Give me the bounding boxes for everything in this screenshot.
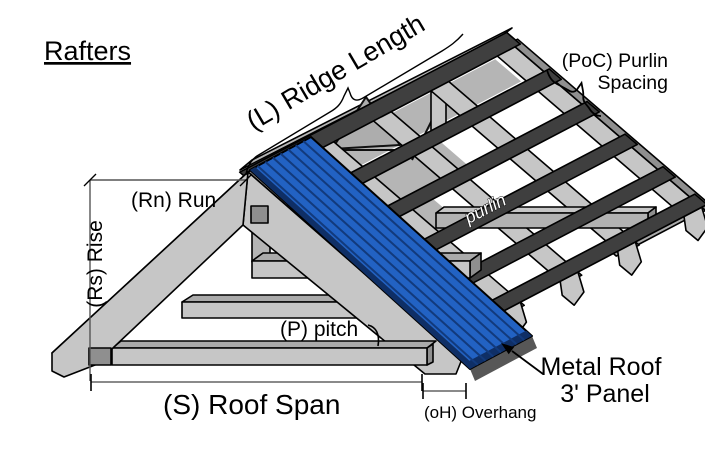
left-rafter	[51, 171, 249, 378]
dimensions	[83, 33, 602, 399]
run-label: (Rn) Run	[131, 189, 216, 212]
ridge-brace	[245, 33, 464, 176]
panel-shadow	[470, 336, 537, 381]
overhang-label: (oH) Overhang	[424, 403, 536, 422]
purlin-spacing-label-2: Spacing	[598, 72, 668, 94]
panel-label-2: 3' Panel	[560, 380, 650, 408]
wall-plate-end	[88, 347, 112, 366]
page-title: Rafters	[44, 36, 131, 66]
pitch-label: (P) pitch	[280, 318, 358, 341]
pitch-arc	[367, 324, 380, 347]
panel-arrowhead	[501, 343, 515, 355]
ridge-end	[250, 205, 269, 224]
poc-brace	[546, 69, 602, 117]
metal-panel	[249, 136, 533, 370]
span-label: (S) Roof Span	[163, 389, 340, 420]
rise-label: (Rs) Rise	[84, 220, 107, 308]
panel-arrow	[511, 350, 544, 375]
panel-label-1: Metal Roof	[541, 353, 662, 381]
bottom-chord	[111, 340, 437, 366]
purlin-spacing-label-1: (PoC) Purlin	[562, 50, 668, 72]
